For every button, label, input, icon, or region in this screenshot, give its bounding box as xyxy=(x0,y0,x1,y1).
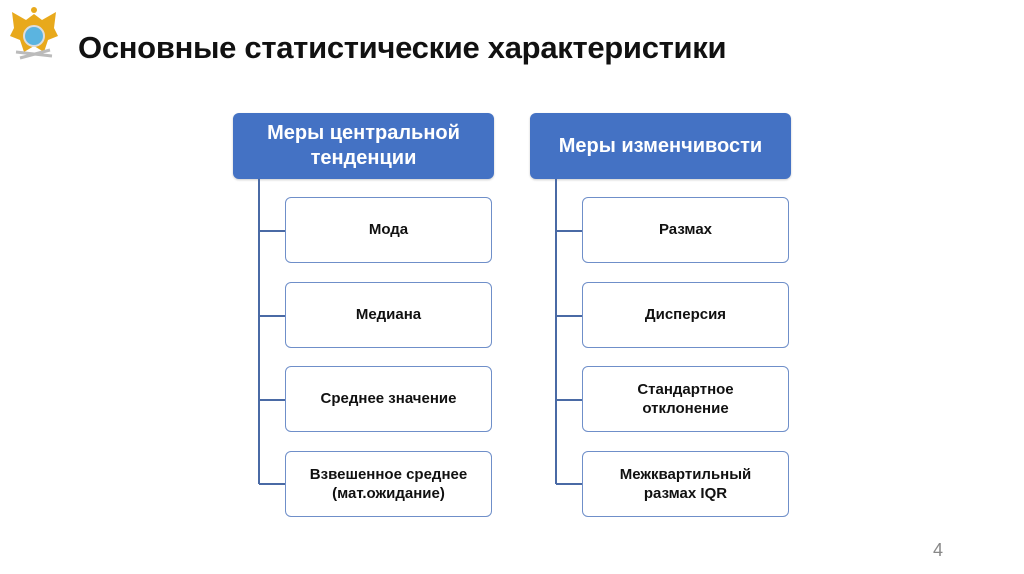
header-variability: Меры изменчивости xyxy=(530,113,791,179)
connector-line xyxy=(259,230,285,232)
item-variance: Дисперсия xyxy=(582,282,789,348)
item-iqr: Межквартильный размах IQR xyxy=(582,451,789,517)
item-mean: Среднее значение xyxy=(285,366,492,432)
item-weighted-mean: Взвешенное среднее (мат.ожидание) xyxy=(285,451,492,517)
connector-line xyxy=(556,399,582,401)
emblem-logo-icon xyxy=(10,7,58,60)
page-title: Основные статистические характеристики xyxy=(78,30,727,65)
header-central-tendency: Меры центральной тенденции xyxy=(233,113,494,179)
connector-line xyxy=(259,315,285,317)
item-mode: Мода xyxy=(285,197,492,263)
connector-line xyxy=(556,483,582,485)
connector-line xyxy=(555,179,557,484)
item-std-dev: Стандартное отклонение xyxy=(582,366,789,432)
connector-line xyxy=(259,483,285,485)
item-range: Размах xyxy=(582,197,789,263)
item-median: Медиана xyxy=(285,282,492,348)
connector-line xyxy=(556,315,582,317)
connector-line xyxy=(556,230,582,232)
page-number: 4 xyxy=(933,540,944,560)
connector-line xyxy=(258,179,260,484)
connector-line xyxy=(259,399,285,401)
